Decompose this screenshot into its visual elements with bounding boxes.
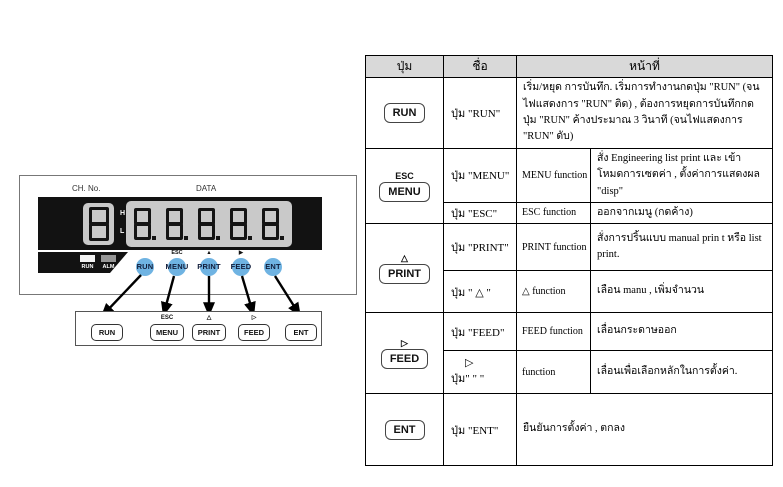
high-label: H — [120, 210, 126, 217]
print-name: ปุ่ม "PRINT" — [443, 223, 517, 272]
low-label: L — [120, 228, 125, 235]
device-feed-button-group: ▷ FEED — [233, 314, 275, 341]
device-print-button-group: △ PRINT — [188, 314, 230, 341]
panel-key-run[interactable]: RUN — [125, 249, 165, 276]
panel-key-feed[interactable]: ▶ FEED — [221, 249, 261, 276]
up-triangle-icon: △ — [206, 315, 212, 321]
ent-key-image: ENT — [384, 419, 425, 440]
seven-segment-digit — [262, 208, 284, 240]
seven-segment-digit — [198, 208, 220, 240]
run-name: ปุ่ม "RUN" — [443, 77, 517, 149]
up-key-name: ปุ่ม " △ " — [443, 270, 517, 314]
data-label: DATA — [196, 184, 217, 193]
spacer — [253, 249, 293, 257]
panel-key-ent-label: ENT — [265, 262, 281, 271]
key-circle — [264, 258, 282, 276]
run-button[interactable]: RUN — [91, 324, 123, 341]
run-led — [80, 255, 95, 262]
right-arrow-icon: ▶ — [238, 250, 244, 256]
table-header-row: ปุ่ม ชื่อ หน้าที่ — [365, 55, 773, 78]
print-description: สั่งการปริ้นแบบ manual prin t หรือ list … — [590, 223, 773, 272]
ent-description: ยืนยันการตั้งค่า , ตกลง — [516, 393, 773, 467]
menu-name: ปุ่ม "MENU" — [443, 148, 517, 203]
esc-label: ESC — [395, 170, 414, 181]
right-triangle-icon: ▷ — [251, 315, 257, 321]
table-row: ปุ่ม " △ " △ function เลือน manu , เพิ่ม… — [366, 270, 773, 314]
right-triangle-icon: ▷ — [401, 337, 408, 348]
table-row: ESC MENU ปุ่ม "MENU" MENU function สั่ง … — [365, 147, 773, 225]
print-button[interactable]: PRINT — [191, 324, 227, 341]
alarm-led — [101, 255, 116, 262]
feed-description: เลื่อนกระดาษออก — [590, 312, 773, 352]
esc-function: ESC function — [516, 201, 591, 225]
panel-key-menu[interactable]: ESC MENU — [157, 249, 197, 276]
run-key-image: RUN — [383, 103, 426, 123]
feed-key-image: FEED — [380, 348, 429, 369]
right-key-function: function — [516, 350, 591, 395]
table-row: ENT ปุ่ม "ENT" ยืนยันการตั้งค่า , ตกลง — [365, 393, 773, 467]
panel-key-run-label: RUN — [136, 262, 154, 271]
panel-key-print-label: PRINT — [197, 262, 221, 271]
table-row: RUN ปุ่ม "RUN" เริ่ม/หยุด การบันทึก. เริ… — [365, 77, 773, 149]
key-circle — [136, 258, 154, 276]
panel-key-feed-label: FEED — [230, 262, 252, 271]
right-key-name: ▷ ปุ่ม" " " — [443, 350, 517, 395]
esc-name: ปุ่ม "ESC" — [443, 201, 517, 225]
menu-key-image: MENU — [379, 181, 430, 202]
seven-segment-digit — [230, 208, 252, 240]
ent-name: ปุ่ม "ENT" — [443, 393, 517, 467]
feed-name: ปุ่ม "FEED" — [443, 312, 517, 352]
menu-description: สั่ง Engineering list print และ เข้าโหมด… — [590, 148, 773, 203]
table-row: ปุ่ม "ESC" ESC function ออกจากเมนู (กดค้… — [366, 201, 773, 225]
esc-sub-label: ESC — [171, 250, 183, 256]
physical-button-row: RUN ESC MENU △ PRINT ▷ FEED ENT — [75, 311, 322, 346]
table-row: ▷ FEED ปุ่ม "FEED" FEED function เลื่อนก… — [365, 312, 773, 395]
run-led-label: RUN — [81, 264, 94, 270]
key-circle — [232, 258, 250, 276]
device-run-button-group: RUN — [87, 322, 127, 341]
run-description: เริ่ม/หยุด การบันทึก. เริ่มการทำงานกดปุ่… — [516, 77, 773, 149]
ent-key-cell: ENT — [365, 393, 444, 467]
up-arrow-icon: ▲ — [206, 250, 212, 256]
menu-key-cell: ESC MENU — [365, 147, 444, 225]
device-menu-button-group: ESC MENU — [146, 314, 188, 341]
ch-no-label: CH. No. — [72, 184, 101, 193]
table-row: △ PRINT ปุ่ม "PRINT" PRINT function สั่ง… — [365, 223, 773, 314]
header-button: ปุ่ม — [365, 55, 444, 78]
print-function: PRINT function — [516, 223, 591, 272]
key-circle — [168, 258, 186, 276]
right-key-name-text: ปุ่ม" " " — [451, 373, 485, 386]
up-triangle-icon: △ — [401, 252, 408, 263]
panel-key-ent[interactable]: ENT — [253, 249, 293, 276]
up-key-description: เลือน manu , เพิ่มจำนวน — [590, 270, 773, 314]
esc-description: ออกจากเมนู (กดค้าง) — [590, 201, 773, 225]
device-ent-button-group: ENT — [282, 322, 320, 341]
channel-display — [83, 203, 114, 245]
panel-key-menu-label: MENU — [165, 262, 189, 271]
run-key-cell: RUN — [365, 77, 444, 149]
key-circle — [200, 258, 218, 276]
alarm-led-label: ALM — [102, 264, 115, 270]
feed-button[interactable]: FEED — [237, 324, 270, 341]
right-triangle-icon: ▷ — [465, 357, 474, 370]
ent-button[interactable]: ENT — [285, 324, 317, 341]
feed-key-cell: ▷ FEED — [365, 312, 444, 395]
button-function-table: ปุ่ม ชื่อ หน้าที่ RUN ปุ่ม "RUN" เริ่ม/ห… — [365, 55, 773, 467]
header-function: หน้าที่ — [516, 55, 773, 78]
esc-label: ESC — [160, 315, 174, 321]
up-key-function: △ function — [516, 270, 591, 314]
menu-function: MENU function — [516, 148, 591, 203]
display-panel: H L — [38, 197, 322, 250]
panel-key-print[interactable]: ▲ PRINT — [189, 249, 229, 276]
print-key-image: PRINT — [379, 263, 430, 284]
seven-segment-digit — [88, 207, 109, 241]
menu-button[interactable]: MENU — [149, 324, 185, 341]
print-key-cell: △ PRINT — [365, 223, 444, 314]
feed-function: FEED function — [516, 312, 591, 352]
data-display — [126, 201, 292, 247]
header-name: ชื่อ — [443, 55, 517, 78]
seven-segment-digit — [134, 208, 156, 240]
right-key-description: เลื่อนเพื่อเลือกหลักในการตั้งค่า. — [590, 350, 773, 395]
seven-segment-digit — [166, 208, 188, 240]
